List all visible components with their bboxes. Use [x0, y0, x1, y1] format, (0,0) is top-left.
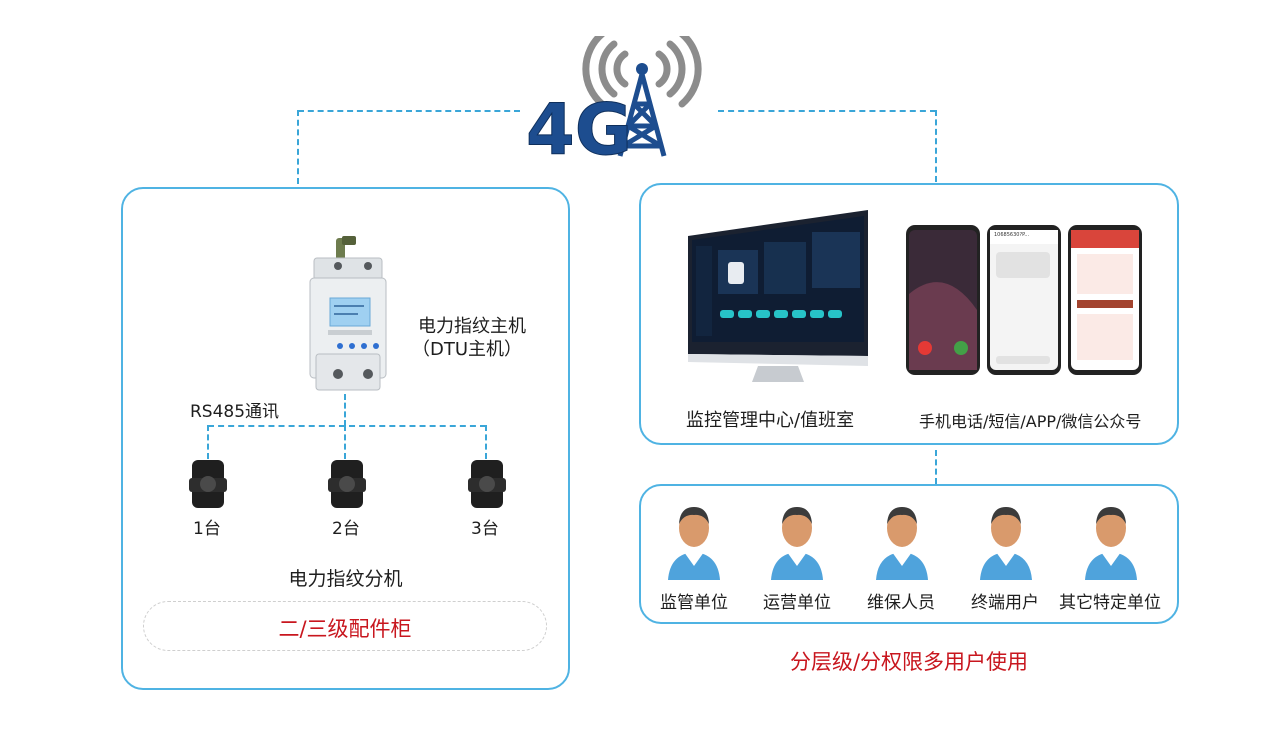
user-5	[1083, 500, 1139, 580]
ct-sensor-icon	[468, 460, 506, 508]
cabinet-label: 二/三级配件柜	[278, 617, 412, 641]
bus-line	[208, 425, 486, 427]
footer-label: 分层级/分权限多用户使用	[789, 650, 1029, 674]
cabinet-pill	[143, 601, 547, 651]
person-icon	[1085, 507, 1137, 580]
sensor-1	[189, 458, 227, 512]
user-3	[874, 500, 930, 580]
user-1	[666, 500, 722, 580]
user-label-3: 维保人员	[867, 593, 935, 613]
user-label-5: 其它特定单位	[1059, 593, 1161, 613]
host-label-line1: 电力指纹主机	[418, 316, 526, 337]
user-label-2: 运营单位	[763, 593, 831, 613]
person-icon	[876, 507, 928, 580]
ct-sensor-icon	[189, 460, 227, 508]
network-4g: 4G	[522, 30, 702, 172]
comm-label: RS485通讯	[190, 402, 280, 422]
person-icon	[980, 507, 1032, 580]
network-label: 4G	[526, 89, 632, 162]
phone-sms: 10685630?P...	[986, 224, 1062, 376]
sub-unit-label: 电力指纹分机	[288, 568, 403, 590]
user-2	[769, 500, 825, 580]
phone-label: 手机电话/短信/APP/微信公众号	[919, 412, 1142, 431]
bus-drop-1	[207, 425, 209, 459]
host-label-line2: （DTU主机）	[412, 339, 523, 360]
bus-drop-2	[344, 425, 346, 459]
phone-app	[1067, 224, 1143, 376]
link-line-right-drop	[935, 110, 937, 182]
sensor-3	[468, 458, 506, 512]
user-4	[978, 500, 1034, 580]
tower-4g-icon: 4G	[526, 30, 702, 172]
dtu-host-device	[300, 234, 390, 394]
phone-call	[905, 224, 981, 376]
sensor-label-3: 3台	[471, 519, 499, 539]
monitor-device	[680, 206, 872, 386]
bus-trunk	[344, 394, 346, 426]
ct-sensor-icon	[328, 460, 366, 508]
sensor-2	[328, 458, 366, 512]
person-icon	[771, 507, 823, 580]
link-line-users	[935, 450, 937, 484]
sms-header: 10685630?P...	[994, 232, 1030, 238]
link-line-left-top	[298, 110, 520, 112]
person-icon	[668, 507, 720, 580]
link-line-left-drop	[297, 110, 299, 184]
user-label-4: 终端用户	[971, 593, 1039, 613]
user-label-1: 监管单位	[660, 593, 728, 613]
link-line-right-top	[718, 110, 936, 112]
sensor-label-1: 1台	[193, 519, 221, 539]
monitor-label: 监控管理中心/值班室	[686, 410, 855, 431]
sensor-label-2: 2台	[332, 519, 360, 539]
bus-drop-3	[485, 425, 487, 459]
